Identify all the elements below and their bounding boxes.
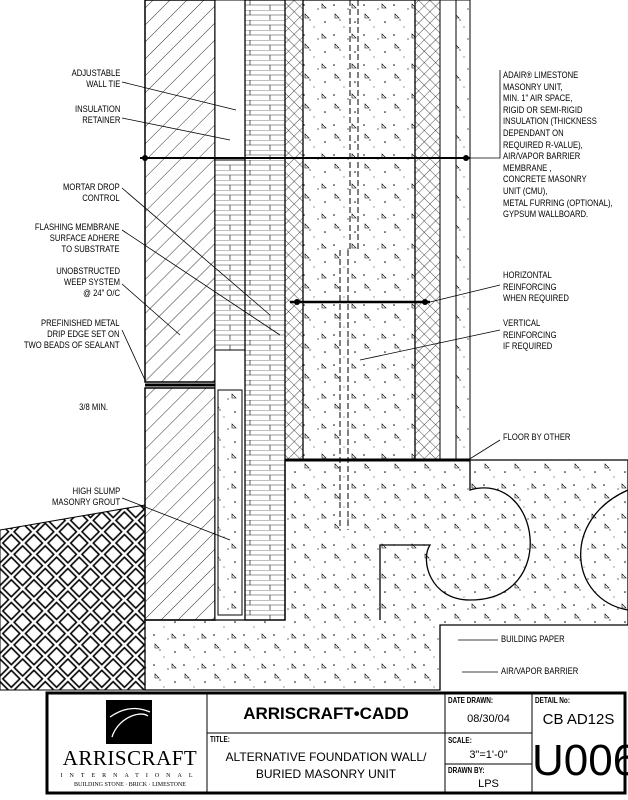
scale-value: 3"=1'-0": [469, 749, 508, 761]
logo-name: ARRISCRAFT: [62, 746, 198, 770]
callout-horizontal-reinforcing: HORIZONTAL REINFORCING WHEN REQUIRED: [503, 270, 569, 304]
drawn-by-value: LPS: [478, 778, 499, 790]
callout-floor-by-other: FLOOR BY OTHER: [503, 432, 571, 442]
callout-drip-edge: PREFINISHED METAL DRIP EDGE SET ON TWO B…: [24, 318, 120, 350]
soil-hatch: [0, 504, 146, 691]
callout-air-vapor-barrier: AIR/VAPOR BARRIER: [501, 666, 579, 676]
detail-code: CB AD12S: [542, 711, 615, 728]
limestone-unit: [144, 0, 216, 383]
callout-wall-assembly: ADAIR® LIMESTONE MASONRY UNIT, MIN. 1" A…: [503, 70, 613, 220]
scale-label: SCALE:: [448, 736, 472, 745]
drawn-by-label: DRAWN BY:: [448, 766, 485, 775]
callout-masonry-grout: HIGH SLUMP MASONRY GROUT: [51, 486, 120, 507]
detail-number: U006: [532, 736, 628, 785]
detail-label: DETAIL No:: [535, 696, 570, 705]
callout-insulation-retainer: INSULATION RETAINER: [74, 104, 120, 125]
date-value: 08/30/04: [467, 713, 510, 725]
title-label: TITLE:: [210, 735, 230, 744]
callout-min-gap: 3/8 MIN.: [79, 402, 108, 412]
callout-flashing-membrane: FLASHING MEMBRANE SURFACE ADHERE TO SUBS…: [35, 222, 120, 254]
callout-weep-system: UNOBSTRUCTED WEEP SYSTEM @ 24" O/C: [56, 266, 120, 298]
backup-wythe: [244, 0, 286, 621]
gypsum-wallboard: [455, 0, 471, 461]
insulation: [284, 0, 304, 461]
callout-building-paper: BUILDING PAPER: [501, 634, 565, 644]
logo-sub: INTERNATIONAL: [60, 773, 200, 779]
callout-vertical-reinforcing: VERTICAL REINFORCING IF REQUIRED: [503, 318, 557, 352]
cmu: [302, 0, 416, 461]
concrete-footing: [144, 459, 628, 691]
cadd-heading: ARRISCRAFT•CADD: [243, 704, 409, 723]
buried-limestone-unit: [144, 387, 216, 621]
title-line-2: BURIED MASONRY UNIT: [255, 767, 397, 781]
callout-mortar-drop-control: MORTAR DROP CONTROL: [63, 182, 120, 203]
date-label: DATE DRAWN:: [448, 696, 494, 705]
callout-adjustable-wall-tie: ADJUSTABLE WALL TIE: [71, 68, 120, 89]
logo-tagline: BUILDING STONE · BRICK · LIMESTONE: [74, 782, 186, 788]
masonry-grout: [217, 389, 243, 616]
title-line-1: ALTERNATIVE FOUNDATION WALL/: [225, 750, 427, 764]
drawing-title: ALTERNATIVE FOUNDATION WALL/ BURIED MASO…: [207, 749, 445, 783]
logo-mark: [106, 700, 152, 744]
